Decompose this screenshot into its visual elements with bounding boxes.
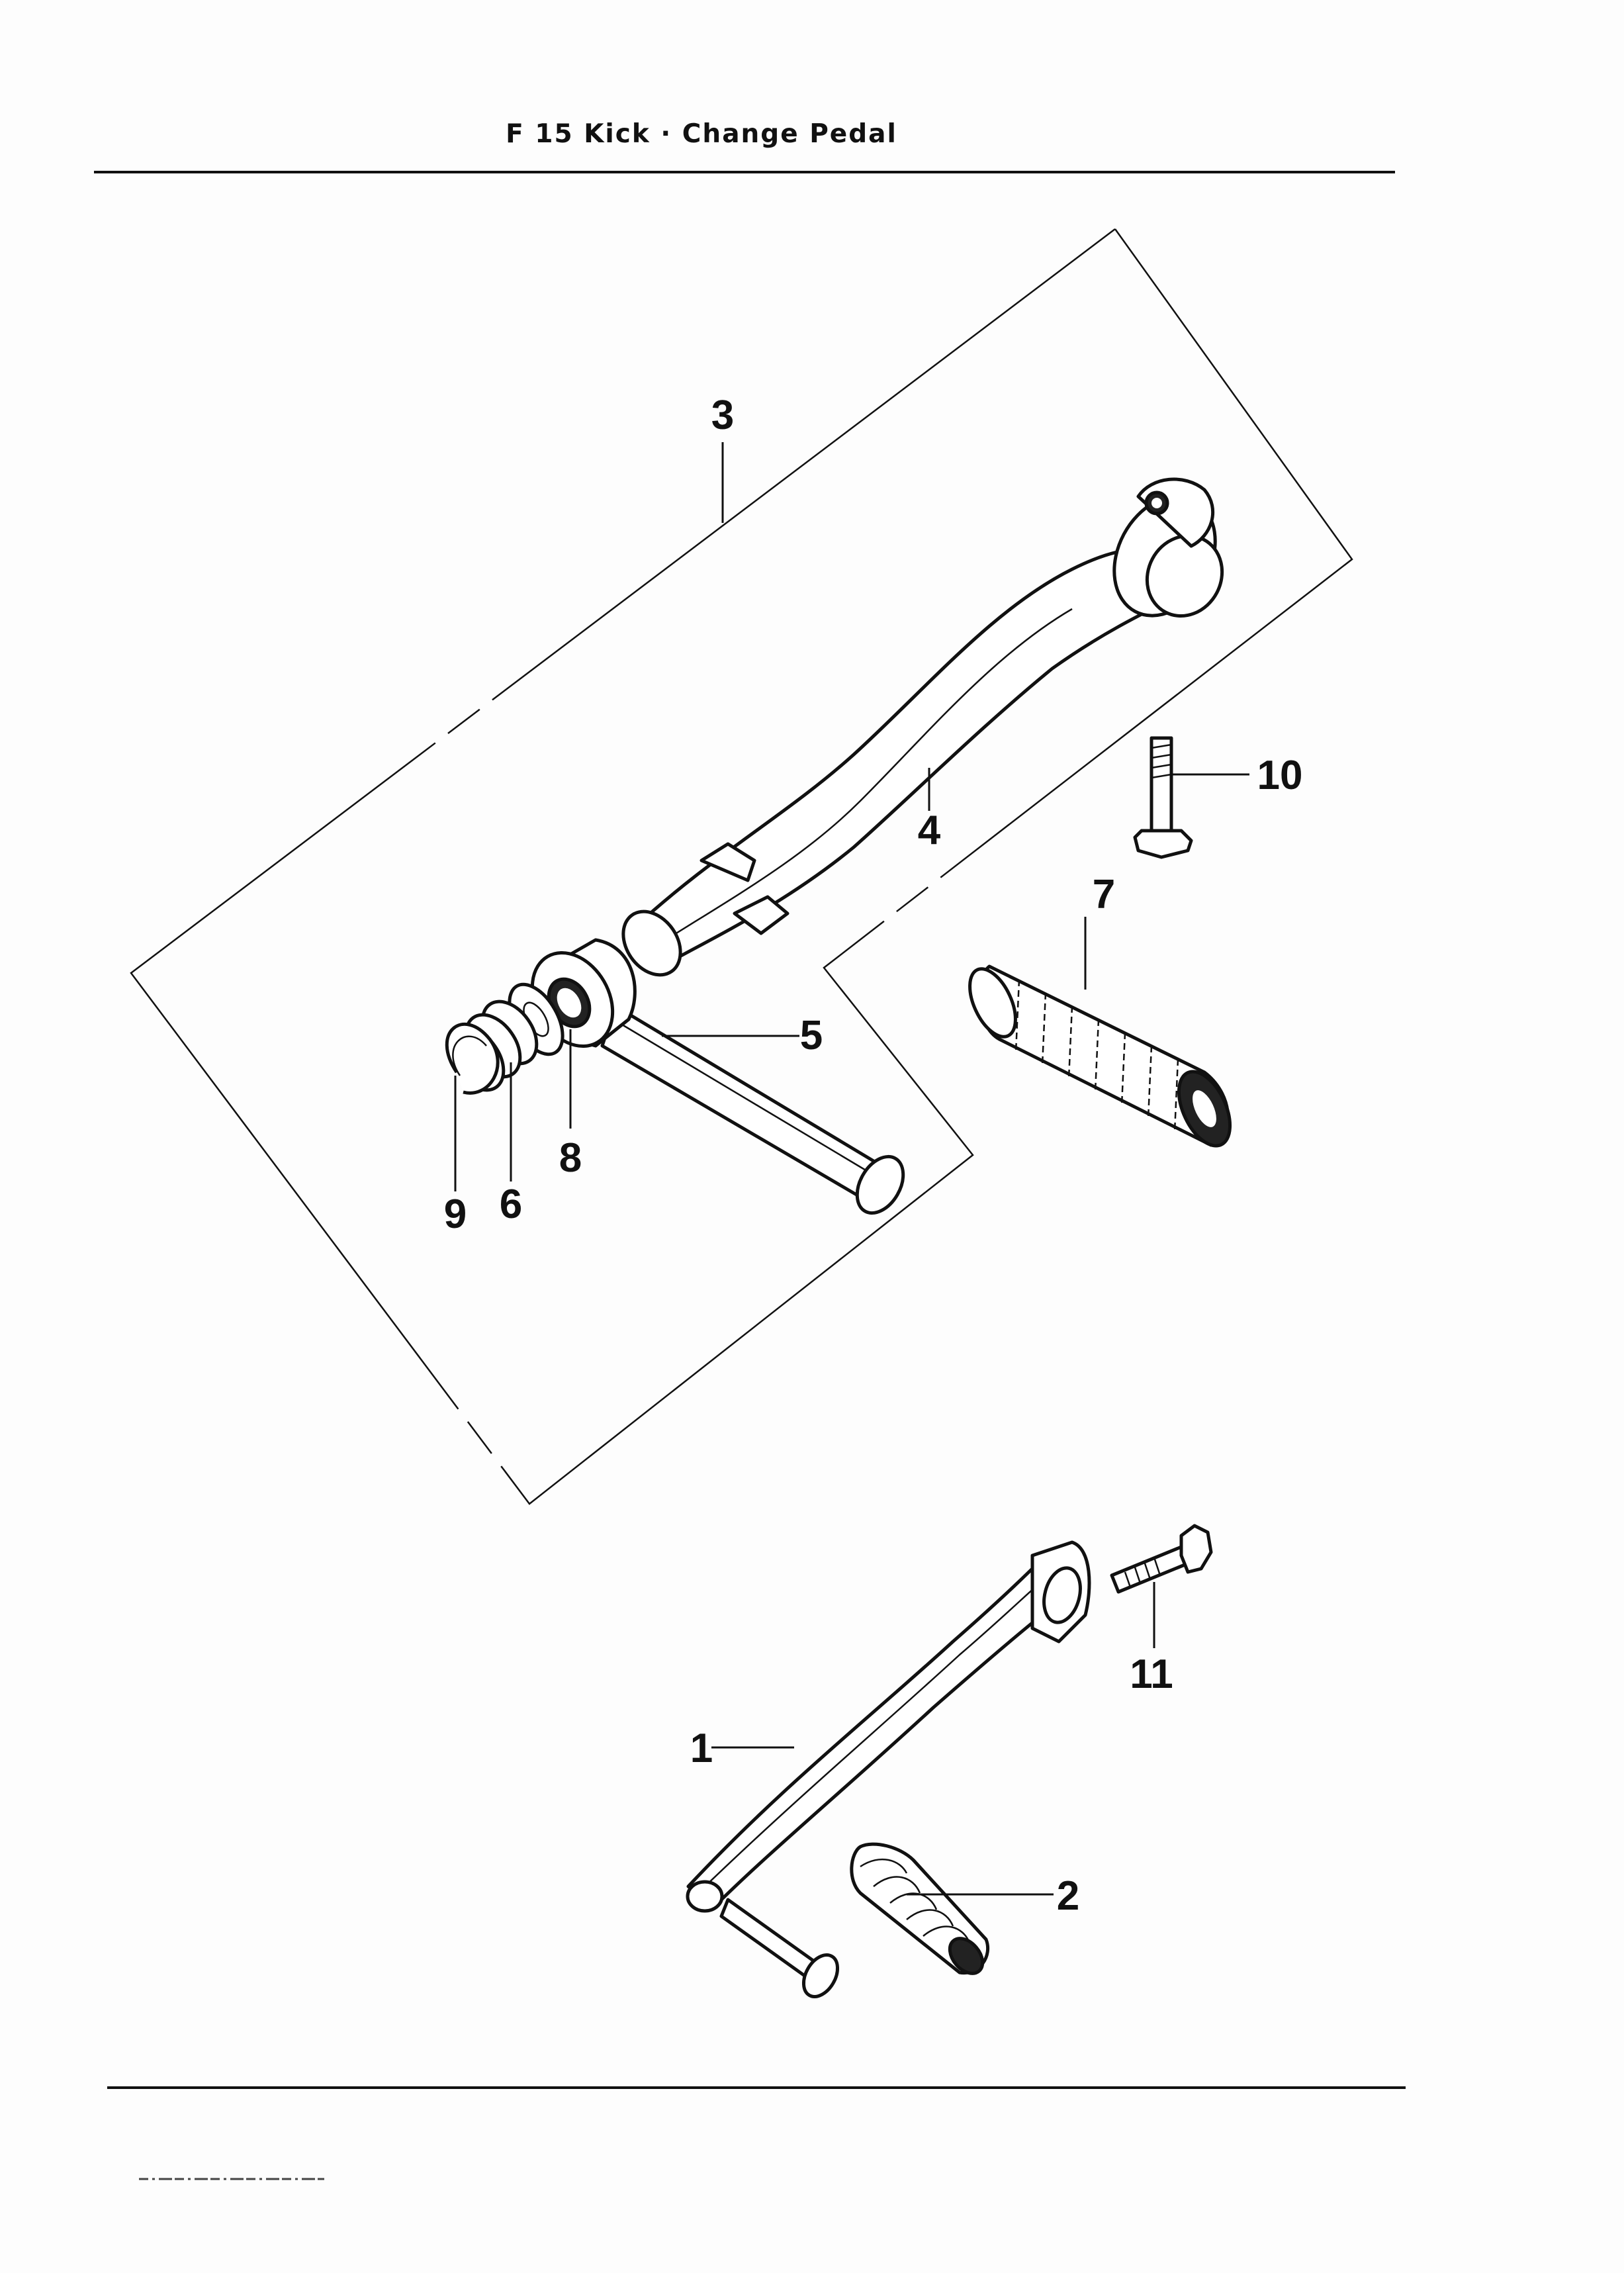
part-9-circlip — [445, 1022, 500, 1095]
callout-5: 5 — [800, 1013, 823, 1058]
callout-11: 11 — [1130, 1651, 1173, 1697]
part-10-bolt — [1133, 736, 1193, 859]
page-header: F 15 Kick · Change Pedal — [0, 119, 1403, 149]
part-7-kick-rubber — [968, 964, 1232, 1148]
callout-1: 1 — [690, 1726, 713, 1771]
callout-4: 4 — [918, 808, 941, 853]
part-1-change-pedal — [686, 1540, 1091, 1998]
part-2-pedal-rubber — [850, 1842, 990, 1975]
callout-6: 6 — [500, 1182, 522, 1227]
top-rule — [94, 171, 1395, 173]
scan-artifact — [139, 2178, 324, 2180]
callout-3: 3 — [711, 393, 734, 438]
leader-lines — [454, 442, 1249, 1896]
bottom-rule — [107, 2086, 1406, 2089]
part-4-kick-arm — [621, 477, 1224, 977]
callout-7: 7 — [1093, 872, 1115, 917]
part-11-bolt — [1110, 1524, 1213, 1594]
page-title: F 15 Kick · Change Pedal — [506, 119, 897, 149]
assembly-boundary-3 — [130, 228, 1353, 1505]
callout-10: 10 — [1257, 753, 1303, 798]
callout-9: 9 — [444, 1191, 467, 1237]
callout-2: 2 — [1057, 1873, 1079, 1919]
callout-8: 8 — [559, 1135, 582, 1181]
callout-labels: 3 4 5 7 10 8 6 9 11 1 2 — [444, 393, 1303, 1919]
